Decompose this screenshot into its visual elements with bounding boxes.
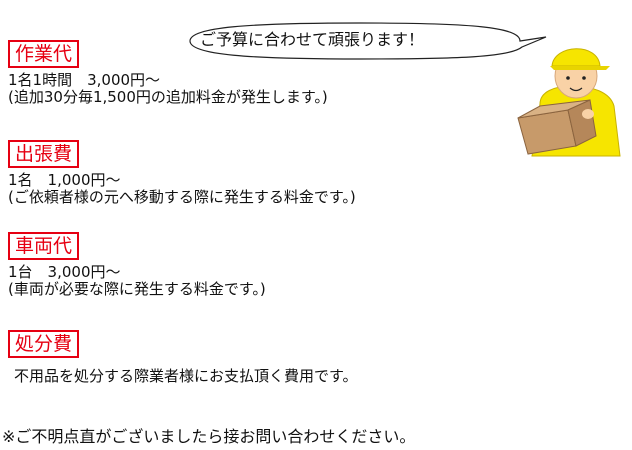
section-line: (追加30分毎1,500円の追加料金が発生します。)	[8, 88, 328, 106]
section-line: 1名1時間 3,000円〜	[8, 71, 161, 89]
section-disposal-fee: 処分費 不用品を処分する際業者様にお支払頂く費用です。	[8, 330, 358, 385]
section-line: 1名 1,000円〜	[8, 171, 121, 189]
section-line: 1台 3,000円〜	[8, 263, 121, 281]
contact-note: ※ご不明点直がございましたら接お問い合わせください。	[2, 427, 416, 446]
speech-bubble-icon	[189, 22, 547, 60]
section-line: (ご依頼者様の元へ移動する際に発生する料金です。)	[8, 188, 356, 206]
section-labor-fee: 作業代 1名1時間 3,000円〜 (追加30分毎1,500円の追加料金が発生し…	[8, 40, 328, 106]
section-label: 出張費	[8, 140, 80, 168]
section-line: (車両が必要な際に発生する料金です。)	[8, 280, 266, 298]
bubble-text: ご予算に合わせて頑張ります！	[200, 30, 425, 49]
section-label: 車両代	[8, 232, 80, 260]
section-label: 作業代	[8, 40, 80, 68]
delivery-worker-illustration	[517, 48, 621, 157]
section-line: 不用品を処分する際業者様にお支払頂く費用です。	[14, 367, 358, 385]
section-vehicle-fee: 車両代 1台 3,000円〜 (車両が必要な際に発生する料金です。)	[8, 232, 266, 298]
section-label: 処分費	[8, 330, 80, 358]
section-travel-fee: 出張費 1名 1,000円〜 (ご依頼者様の元へ移動する際に発生する料金です。)	[8, 140, 356, 206]
